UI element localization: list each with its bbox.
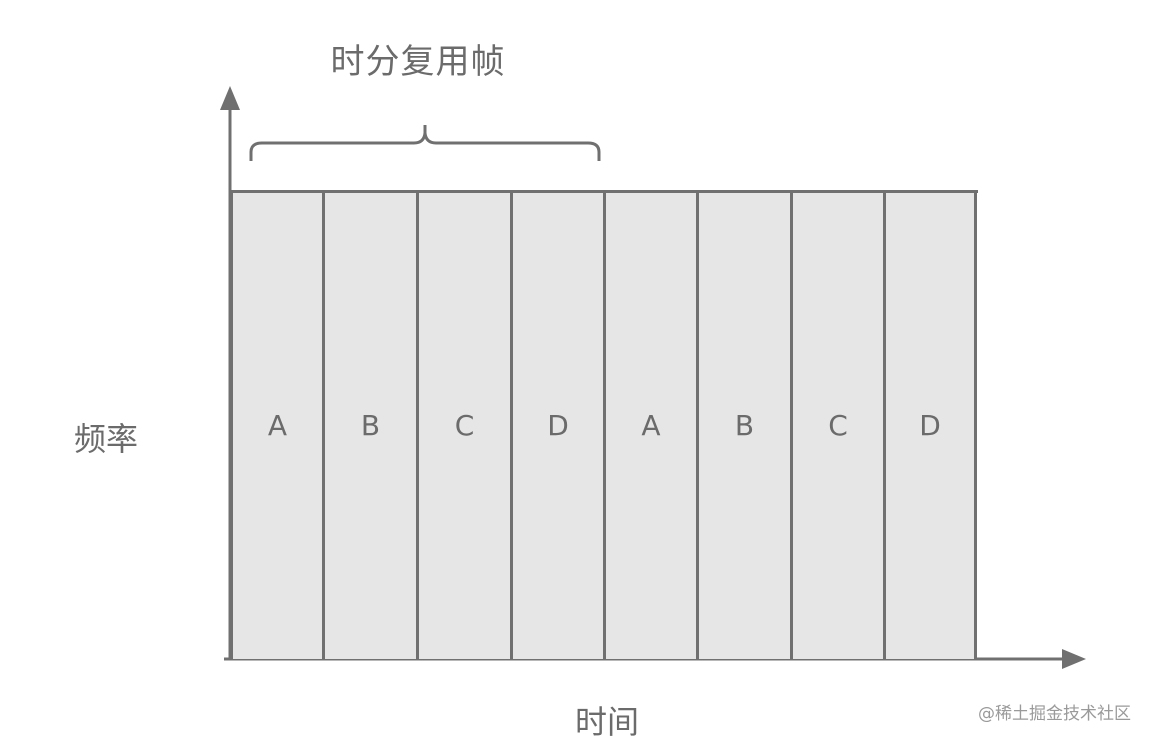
time-slot-label: A (267, 408, 288, 442)
time-slot-label: C (828, 408, 848, 442)
frame-brace-icon (249, 125, 601, 161)
y-axis-arrow-icon (220, 86, 240, 110)
time-slot-label: A (641, 408, 661, 442)
time-slot-a: A (230, 191, 322, 659)
time-slot-b: B (322, 191, 416, 659)
time-slot-a: A (603, 191, 696, 659)
time-slot-d: D (883, 191, 977, 659)
time-slot-label: C (454, 408, 475, 442)
time-slot-d: D (510, 191, 603, 659)
watermark: @稀土掘金技术社区 (978, 704, 1131, 724)
frame-top-border (230, 190, 978, 193)
x-axis-arrow-icon (1062, 649, 1086, 669)
y-axis-label: 频率 (74, 420, 139, 458)
time-slot-label: B (360, 408, 381, 442)
time-slot-label: D (547, 408, 569, 442)
frame-title: 时分复用帧 (330, 42, 506, 82)
time-slot-label: B (734, 408, 755, 442)
time-slot-b: B (696, 191, 790, 659)
x-axis-label: 时间 (575, 703, 640, 741)
time-slot-label: D (919, 408, 941, 442)
time-slot-c: C (790, 191, 883, 659)
time-slot-c: C (416, 191, 510, 659)
